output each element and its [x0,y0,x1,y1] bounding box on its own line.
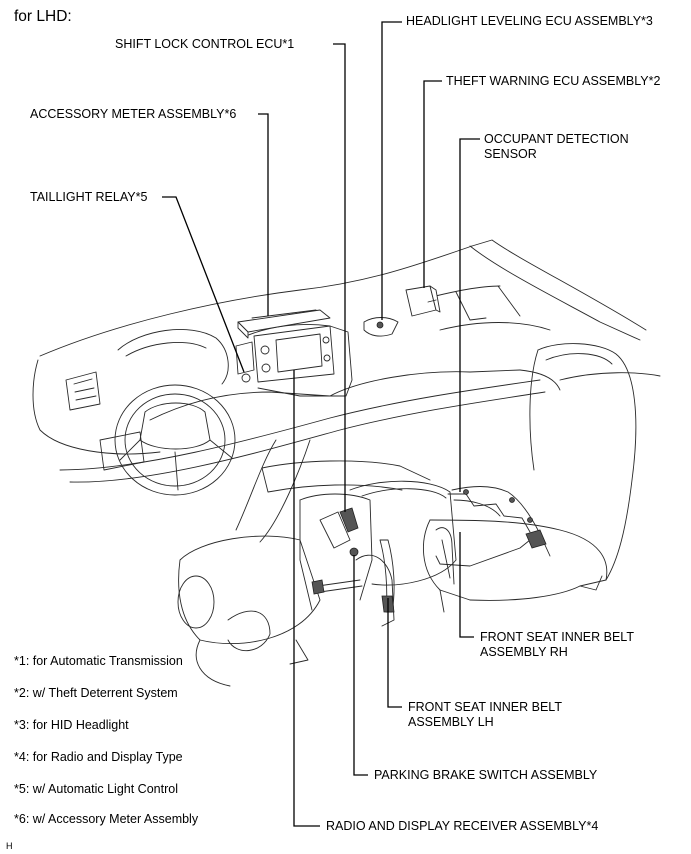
label-accessory-meter: ACCESSORY METER ASSEMBLY*6 [30,107,237,121]
label-radio-display-receiver: RADIO AND DISPLAY RECEIVER ASSEMBLY*4 [326,819,599,833]
label-front-seat-inner-belt-rh: FRONT SEAT INNER BELT ASSEMBLY RH [480,630,634,659]
label-shift-lock-control-ecu: SHIFT LOCK CONTROL ECU*1 [115,37,295,51]
footnote-1: *1: for Automatic Transmission [14,654,183,668]
leader-radio-display-receiver [293,370,320,827]
front-seats [177,343,637,687]
dashboard-outline [32,239,661,496]
center-console [261,460,457,613]
figure-code: H [6,841,13,851]
label-headlight-leveling-ecu: HEADLIGHT LEVELING ECU ASSEMBLY*3 [406,14,653,28]
label-occupant-detection-sensor: OCCUPANT DETECTION SENSOR [484,132,629,161]
label-taillight-relay: TAILLIGHT RELAY*5 [30,190,148,204]
leader-theft-warning-ecu [423,80,442,288]
leader-parking-brake-switch [353,555,368,776]
components [235,285,441,383]
leader-shift-lock-control-ecu [333,43,346,512]
footnote-2: *2: w/ Theft Deterrent System [14,686,178,700]
footnote-3: *3: for HID Headlight [14,718,129,732]
footnote-6: *6: w/ Accessory Meter Assembly [14,812,199,826]
leader-front-seat-inner-belt-rh [459,532,474,638]
leader-accessory-meter [258,113,269,316]
footnote-5: *5: w/ Automatic Light Control [14,782,178,796]
label-front-seat-inner-belt-lh: FRONT SEAT INNER BELT ASSEMBLY LH [408,700,562,729]
leader-occupant-detection-sensor [459,138,480,492]
diagram-heading: for LHD: [14,8,72,25]
label-theft-warning-ecu: THEFT WARNING ECU ASSEMBLY*2 [446,74,661,88]
leader-taillight-relay [162,196,245,373]
leader-headlight-leveling-ecu [381,21,402,320]
label-parking-brake-switch: PARKING BRAKE SWITCH ASSEMBLY [374,768,598,782]
footnote-4: *4: for Radio and Display Type [14,750,183,764]
leader-lines [162,21,480,827]
leader-front-seat-inner-belt-lh [387,598,402,708]
